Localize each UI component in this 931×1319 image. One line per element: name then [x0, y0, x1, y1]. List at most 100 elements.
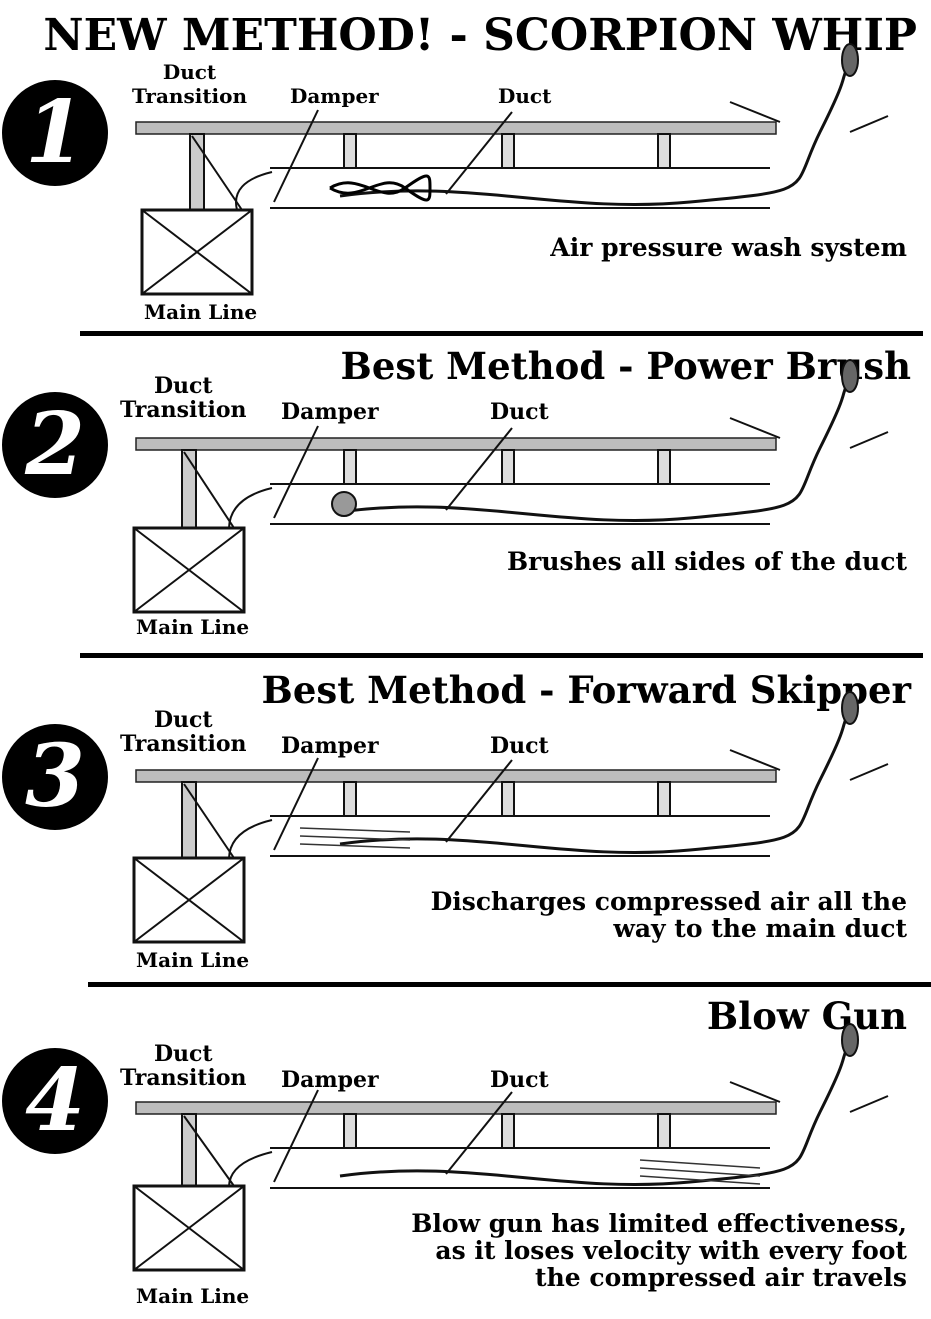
- duct-pointer: [446, 112, 512, 194]
- air-jet-line: [640, 1176, 760, 1184]
- ceiling-joist: [136, 1102, 776, 1114]
- panel-4: 4 Blow Gun Duct Transition Damper Duct M…: [0, 990, 931, 1319]
- duct-diagram: [0, 0, 931, 335]
- panel-caption: Air pressure wash system: [550, 233, 907, 262]
- duct-transition-label: Duct Transition: [120, 1041, 247, 1091]
- air-gun-nozzle: [842, 44, 858, 76]
- duct-transition: [236, 172, 272, 210]
- duct-pointer: [446, 1092, 512, 1174]
- panel-title: Blow Gun: [706, 994, 907, 1038]
- duct-transition-label: Duct Transition: [132, 60, 248, 108]
- transition-pointer: [184, 784, 234, 858]
- scorpion-whip-tool: [330, 183, 430, 200]
- damper-label: Damper: [281, 399, 379, 425]
- power-brush-tool: [332, 492, 356, 516]
- panel-1: 1 NEW METHOD! - SCORPION WHIP Duct Trans…: [0, 0, 931, 335]
- step-number-badge: 2: [2, 392, 108, 498]
- duct-transition-label: Duct Transition: [120, 373, 247, 423]
- main-line-cross: [134, 528, 244, 612]
- air-jet-line: [300, 844, 410, 848]
- duct-hanger: [502, 134, 514, 168]
- air-hose: [340, 714, 848, 853]
- duct-transition: [229, 1152, 272, 1186]
- main-line-label: Main Line: [136, 948, 250, 972]
- duct-hanger: [344, 782, 356, 816]
- air-jet-line: [300, 836, 410, 840]
- duct-hanger: [502, 782, 514, 816]
- air-gun-nozzle: [842, 1024, 858, 1056]
- ceiling-joist: [136, 770, 776, 782]
- duct-transition-label: Duct Transition: [120, 707, 247, 757]
- ceiling-joist: [136, 438, 776, 450]
- transition-pointer: [192, 136, 242, 210]
- transition-post: [190, 134, 204, 210]
- damper-pointer: [274, 758, 318, 850]
- damper-label: Damper: [281, 733, 379, 759]
- panel-title: Best Method - Power Brush: [340, 344, 911, 388]
- duct-label: Duct: [490, 399, 549, 425]
- damper-pointer: [274, 1090, 318, 1182]
- duct-pointer: [446, 428, 512, 510]
- duct-transition: [229, 820, 272, 858]
- duct-diagram: [0, 336, 931, 656]
- duct-diagram: [0, 990, 931, 1319]
- motion-line: [850, 432, 888, 448]
- duct-label: Duct: [498, 84, 552, 108]
- transition-pointer: [184, 1116, 234, 1186]
- air-jet-line: [300, 828, 410, 832]
- motion-line: [730, 102, 780, 122]
- duct-diagram: [0, 660, 931, 982]
- air-hose: [340, 382, 848, 521]
- main-line-cross: [134, 1186, 244, 1270]
- main-line-label: Main Line: [136, 615, 250, 639]
- damper-label: Damper: [281, 1067, 379, 1093]
- transition-post: [182, 782, 196, 858]
- duct-hanger: [658, 450, 670, 484]
- ceiling-joist: [136, 122, 776, 134]
- air-jet-line: [640, 1160, 760, 1168]
- air-gun-nozzle: [842, 692, 858, 724]
- motion-line: [730, 750, 780, 770]
- duct-hanger: [658, 134, 670, 168]
- duct-label: Duct: [490, 733, 549, 759]
- motion-line: [730, 418, 780, 438]
- air-jet-line: [640, 1168, 760, 1176]
- step-number-badge: 4: [2, 1048, 108, 1154]
- panel-caption: Brushes all sides of the duct: [507, 547, 907, 576]
- transition-post: [182, 450, 196, 528]
- main-line-label: Main Line: [136, 1284, 250, 1308]
- duct-label: Duct: [490, 1067, 549, 1093]
- main-line-cross: [134, 858, 244, 942]
- motion-line: [850, 116, 888, 132]
- panel-title: Best Method - Forward Skipper: [261, 668, 911, 712]
- transition-post: [182, 1114, 196, 1186]
- motion-line: [730, 1082, 780, 1102]
- damper-pointer: [274, 110, 318, 202]
- panel-divider: [88, 982, 931, 987]
- panel-divider: [80, 653, 923, 658]
- main-line-label: Main Line: [144, 300, 258, 324]
- step-number-badge: 3: [2, 724, 108, 830]
- air-hose: [340, 1046, 848, 1185]
- air-hose: [340, 66, 848, 205]
- duct-hanger: [344, 134, 356, 168]
- panel-caption: Blow gun has limited effectiveness, as i…: [411, 1209, 907, 1292]
- duct-pointer: [446, 760, 512, 842]
- panel-3: 3 Best Method - Forward Skipper Duct Tra…: [0, 660, 931, 982]
- scorpion-whip-tool: [330, 176, 430, 193]
- panel-2: 2 Best Method - Power Brush Duct Transit…: [0, 336, 931, 656]
- main-line-cross: [142, 210, 252, 294]
- panel-title: NEW METHOD! - SCORPION WHIP: [43, 10, 917, 61]
- duct-hanger: [502, 1114, 514, 1148]
- motion-line: [850, 1096, 888, 1112]
- damper-label: Damper: [290, 84, 379, 108]
- motion-line: [850, 764, 888, 780]
- panel-caption: Discharges compressed air all the way to…: [430, 887, 907, 943]
- duct-transition: [229, 488, 272, 528]
- panel-divider: [80, 331, 923, 336]
- damper-pointer: [274, 426, 318, 518]
- duct-hanger: [658, 782, 670, 816]
- air-gun-nozzle: [842, 360, 858, 392]
- duct-hanger: [658, 1114, 670, 1148]
- step-number-badge: 1: [2, 80, 108, 186]
